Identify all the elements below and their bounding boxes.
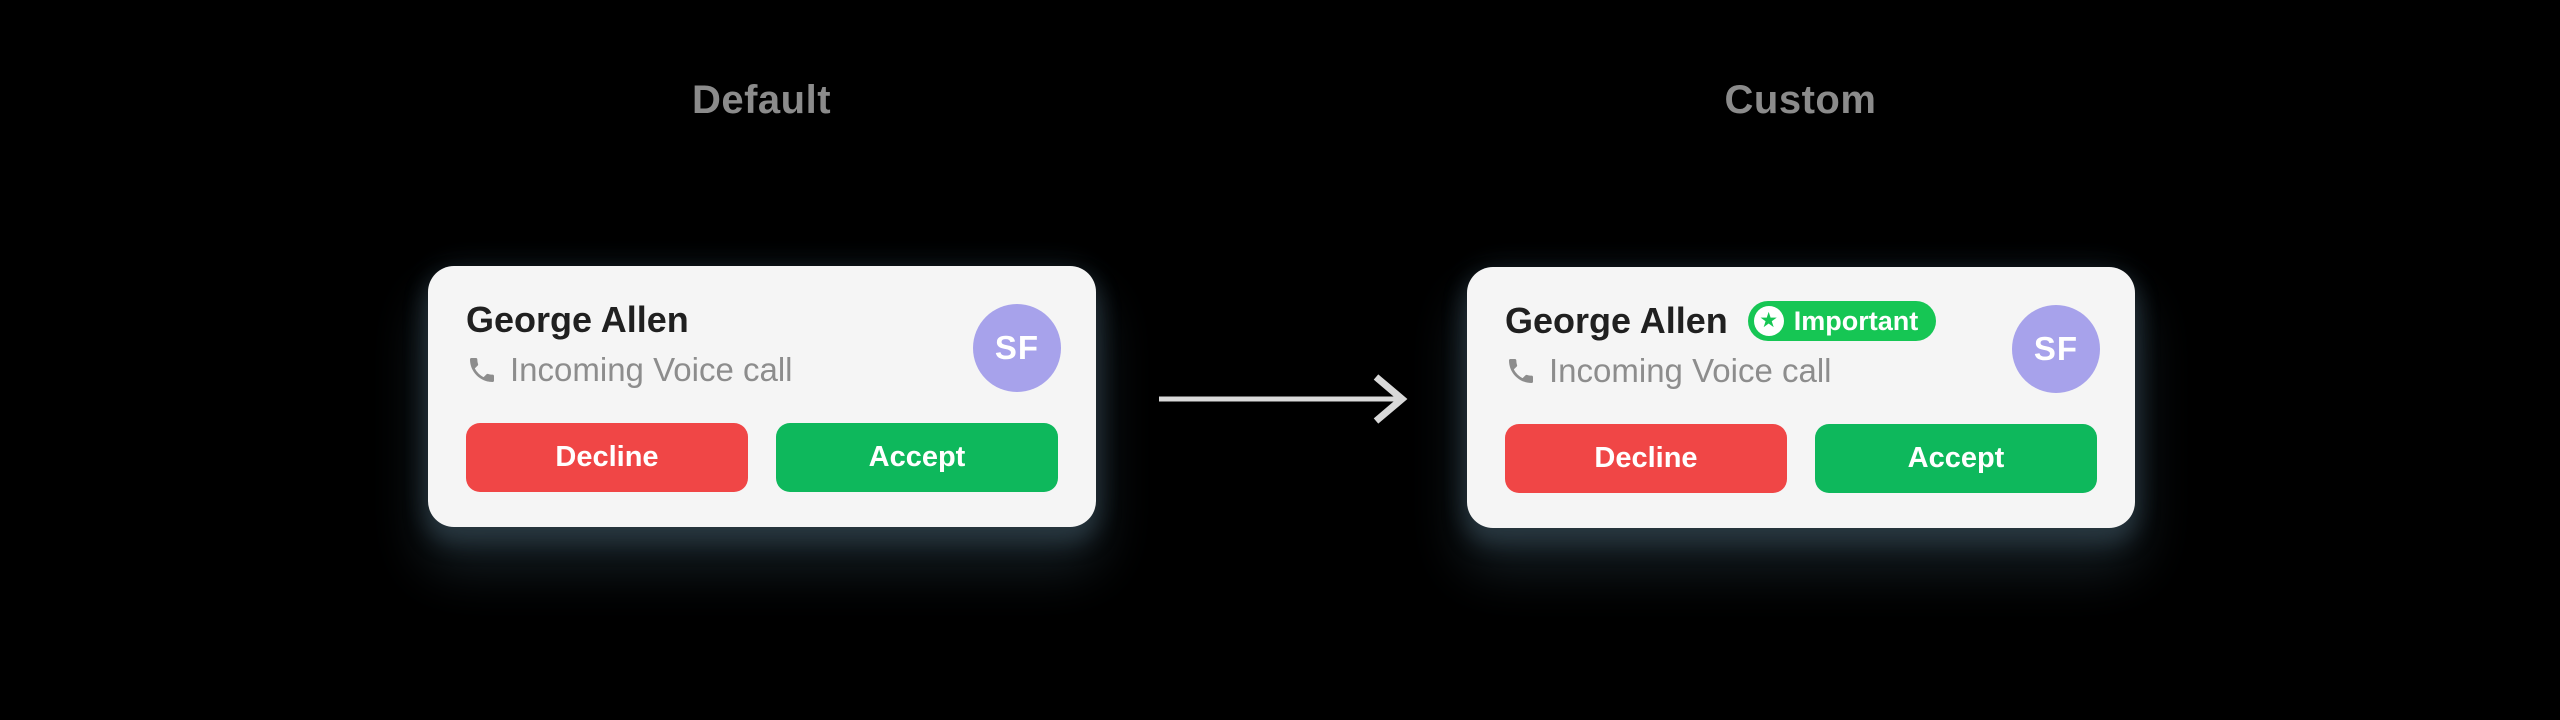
call-type-row: Incoming Voice call [1505,352,2099,390]
accept-button[interactable]: Accept [1815,424,2097,493]
call-type-text: Incoming Voice call [1549,352,1832,389]
avatar: SF [2012,305,2100,393]
star-glyph: ★ [1759,308,1779,332]
name-row: George Allen [466,296,1060,344]
important-badge: ★ Important [1747,301,1937,341]
avatar-initials: SF [994,329,1040,366]
phone-icon [466,354,498,386]
badge-label: Important [1793,305,1919,336]
avatar: SF [973,304,1061,392]
right-arrow-icon [1155,372,1410,427]
call-notification-card-default: George Allen Incoming Voice call SF Decl… [428,266,1096,527]
card-header: George Allen ★ Important Incoming Voice … [1467,267,2135,390]
section-label-default: Default [691,78,832,122]
call-actions: Decline Accept [466,423,1058,492]
name-row: George Allen ★ Important [1505,297,2099,345]
caller-name: George Allen [1505,300,1728,341]
star-icon: ★ [1753,306,1784,336]
call-type-row: Incoming Voice call [466,351,1060,389]
decline-button[interactable]: Decline [466,423,748,492]
decline-button[interactable]: Decline [1505,424,1787,493]
call-type-text: Incoming Voice call [510,351,793,388]
phone-icon [1505,355,1537,387]
accept-button[interactable]: Accept [776,423,1058,492]
caller-name: George Allen [466,299,689,340]
call-actions: Decline Accept [1505,424,2097,493]
avatar-initials: SF [2033,330,2079,367]
card-header: George Allen Incoming Voice call [428,266,1096,389]
call-notification-card-custom: George Allen ★ Important Incoming Voice … [1467,267,2135,528]
section-label-custom: Custom [1724,78,1877,122]
